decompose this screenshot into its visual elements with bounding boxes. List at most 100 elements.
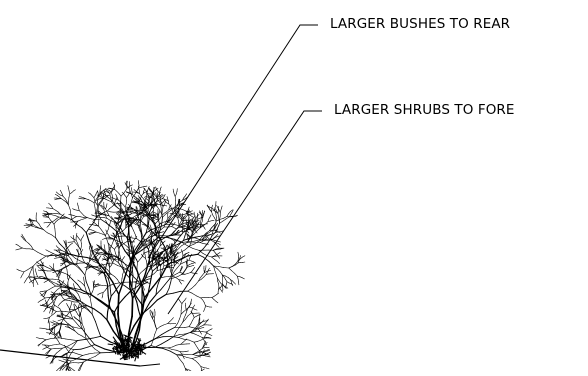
branch-stroke	[220, 289, 221, 291]
branch-stroke	[62, 368, 64, 370]
branch-stroke	[38, 266, 40, 268]
branch-stroke	[82, 213, 84, 216]
branch-stroke	[97, 261, 106, 271]
branch-stroke	[223, 219, 226, 221]
branch-stroke	[177, 272, 180, 273]
branch-stroke	[47, 233, 52, 235]
branch-stroke	[134, 231, 136, 235]
branch-stroke	[84, 280, 85, 283]
branch-stroke	[71, 302, 72, 305]
clump-stroke	[118, 347, 119, 351]
branch-stroke	[44, 295, 45, 297]
branch-stroke	[50, 315, 52, 317]
branch-stroke	[187, 236, 188, 238]
branch-stroke	[49, 303, 52, 306]
branch-stroke	[33, 270, 34, 274]
branch-stroke	[174, 208, 175, 210]
branch-stroke	[113, 263, 118, 266]
branch-stroke	[26, 279, 27, 281]
branch-stroke	[85, 286, 86, 290]
branch-stroke	[115, 247, 116, 249]
branch-stroke	[168, 199, 169, 201]
branch-stroke	[138, 223, 139, 227]
branch-stroke	[166, 245, 167, 247]
branch-stroke	[59, 360, 62, 361]
branch-stroke	[45, 293, 46, 295]
branch-stroke	[99, 196, 101, 197]
branch-stroke	[16, 244, 18, 245]
branch-stroke	[90, 255, 91, 258]
branch-stroke	[92, 215, 94, 216]
branch-stroke	[19, 270, 21, 271]
branch-stroke	[147, 190, 148, 192]
branch-stroke	[122, 216, 125, 217]
branch-stroke	[212, 225, 214, 228]
branch-stroke	[185, 246, 190, 250]
branch-stroke	[131, 198, 132, 203]
branch-stroke	[185, 194, 186, 196]
branch-stroke	[202, 327, 204, 328]
branch-stroke	[156, 232, 159, 233]
branch-stroke	[117, 191, 119, 193]
branch-stroke	[67, 303, 68, 305]
branch-stroke	[161, 194, 163, 195]
branch-stroke	[48, 224, 49, 226]
branch-stroke	[50, 345, 53, 346]
branch-stroke	[179, 334, 185, 335]
branch-stroke	[98, 273, 100, 274]
branch-stroke	[68, 344, 73, 347]
branch-stroke	[170, 320, 172, 322]
branch-stroke	[20, 247, 22, 248]
branch-stroke	[216, 248, 219, 249]
branch-stroke	[232, 271, 235, 274]
branch-stroke	[39, 224, 41, 227]
branch-stroke	[107, 229, 108, 232]
branch-stroke	[73, 209, 75, 210]
branch-stroke	[228, 212, 230, 214]
branch-stroke	[180, 359, 183, 363]
branch-stroke	[69, 188, 70, 191]
branch-stroke	[105, 232, 107, 235]
branch-stroke	[61, 199, 64, 201]
branch-stroke	[174, 192, 175, 195]
branch-stroke	[58, 304, 60, 306]
branch-stroke	[189, 258, 190, 260]
branch-stroke	[41, 256, 46, 259]
branch-stroke	[22, 234, 23, 236]
branch-stroke	[64, 293, 66, 294]
branch-stroke	[198, 239, 201, 240]
branch-stroke	[111, 274, 114, 276]
branch-stroke	[68, 280, 69, 283]
branch-stroke	[183, 364, 185, 369]
branch-stroke	[80, 282, 82, 284]
branch-stroke	[172, 318, 174, 320]
branch-stroke	[218, 232, 220, 233]
branch-stroke	[217, 227, 218, 230]
branch-stroke	[61, 259, 63, 260]
branch-stroke	[114, 222, 115, 225]
branch-stroke	[160, 215, 162, 218]
branch-stroke	[194, 342, 196, 345]
branch-stroke	[192, 265, 194, 266]
branch-stroke	[212, 296, 214, 297]
branch-stroke	[182, 204, 184, 205]
branch-stroke	[68, 186, 69, 189]
branch-stroke	[198, 336, 202, 338]
branch-stroke	[172, 345, 176, 347]
branch-stroke	[54, 357, 56, 359]
branch-stroke	[132, 268, 133, 275]
branch-stroke	[124, 269, 126, 271]
branch-stroke	[89, 233, 91, 234]
branch-stroke	[171, 276, 172, 282]
branch-stroke	[92, 230, 94, 231]
branch-stroke	[81, 247, 82, 250]
branch-stroke	[73, 284, 74, 287]
branch-stroke	[142, 187, 145, 188]
branch-stroke	[61, 250, 64, 252]
branch-stroke	[78, 309, 79, 312]
branch-stroke	[181, 250, 182, 252]
branch-stroke	[184, 327, 189, 328]
branch-stroke	[181, 312, 184, 315]
branch-stroke	[70, 313, 71, 316]
branch-stroke	[192, 285, 196, 288]
